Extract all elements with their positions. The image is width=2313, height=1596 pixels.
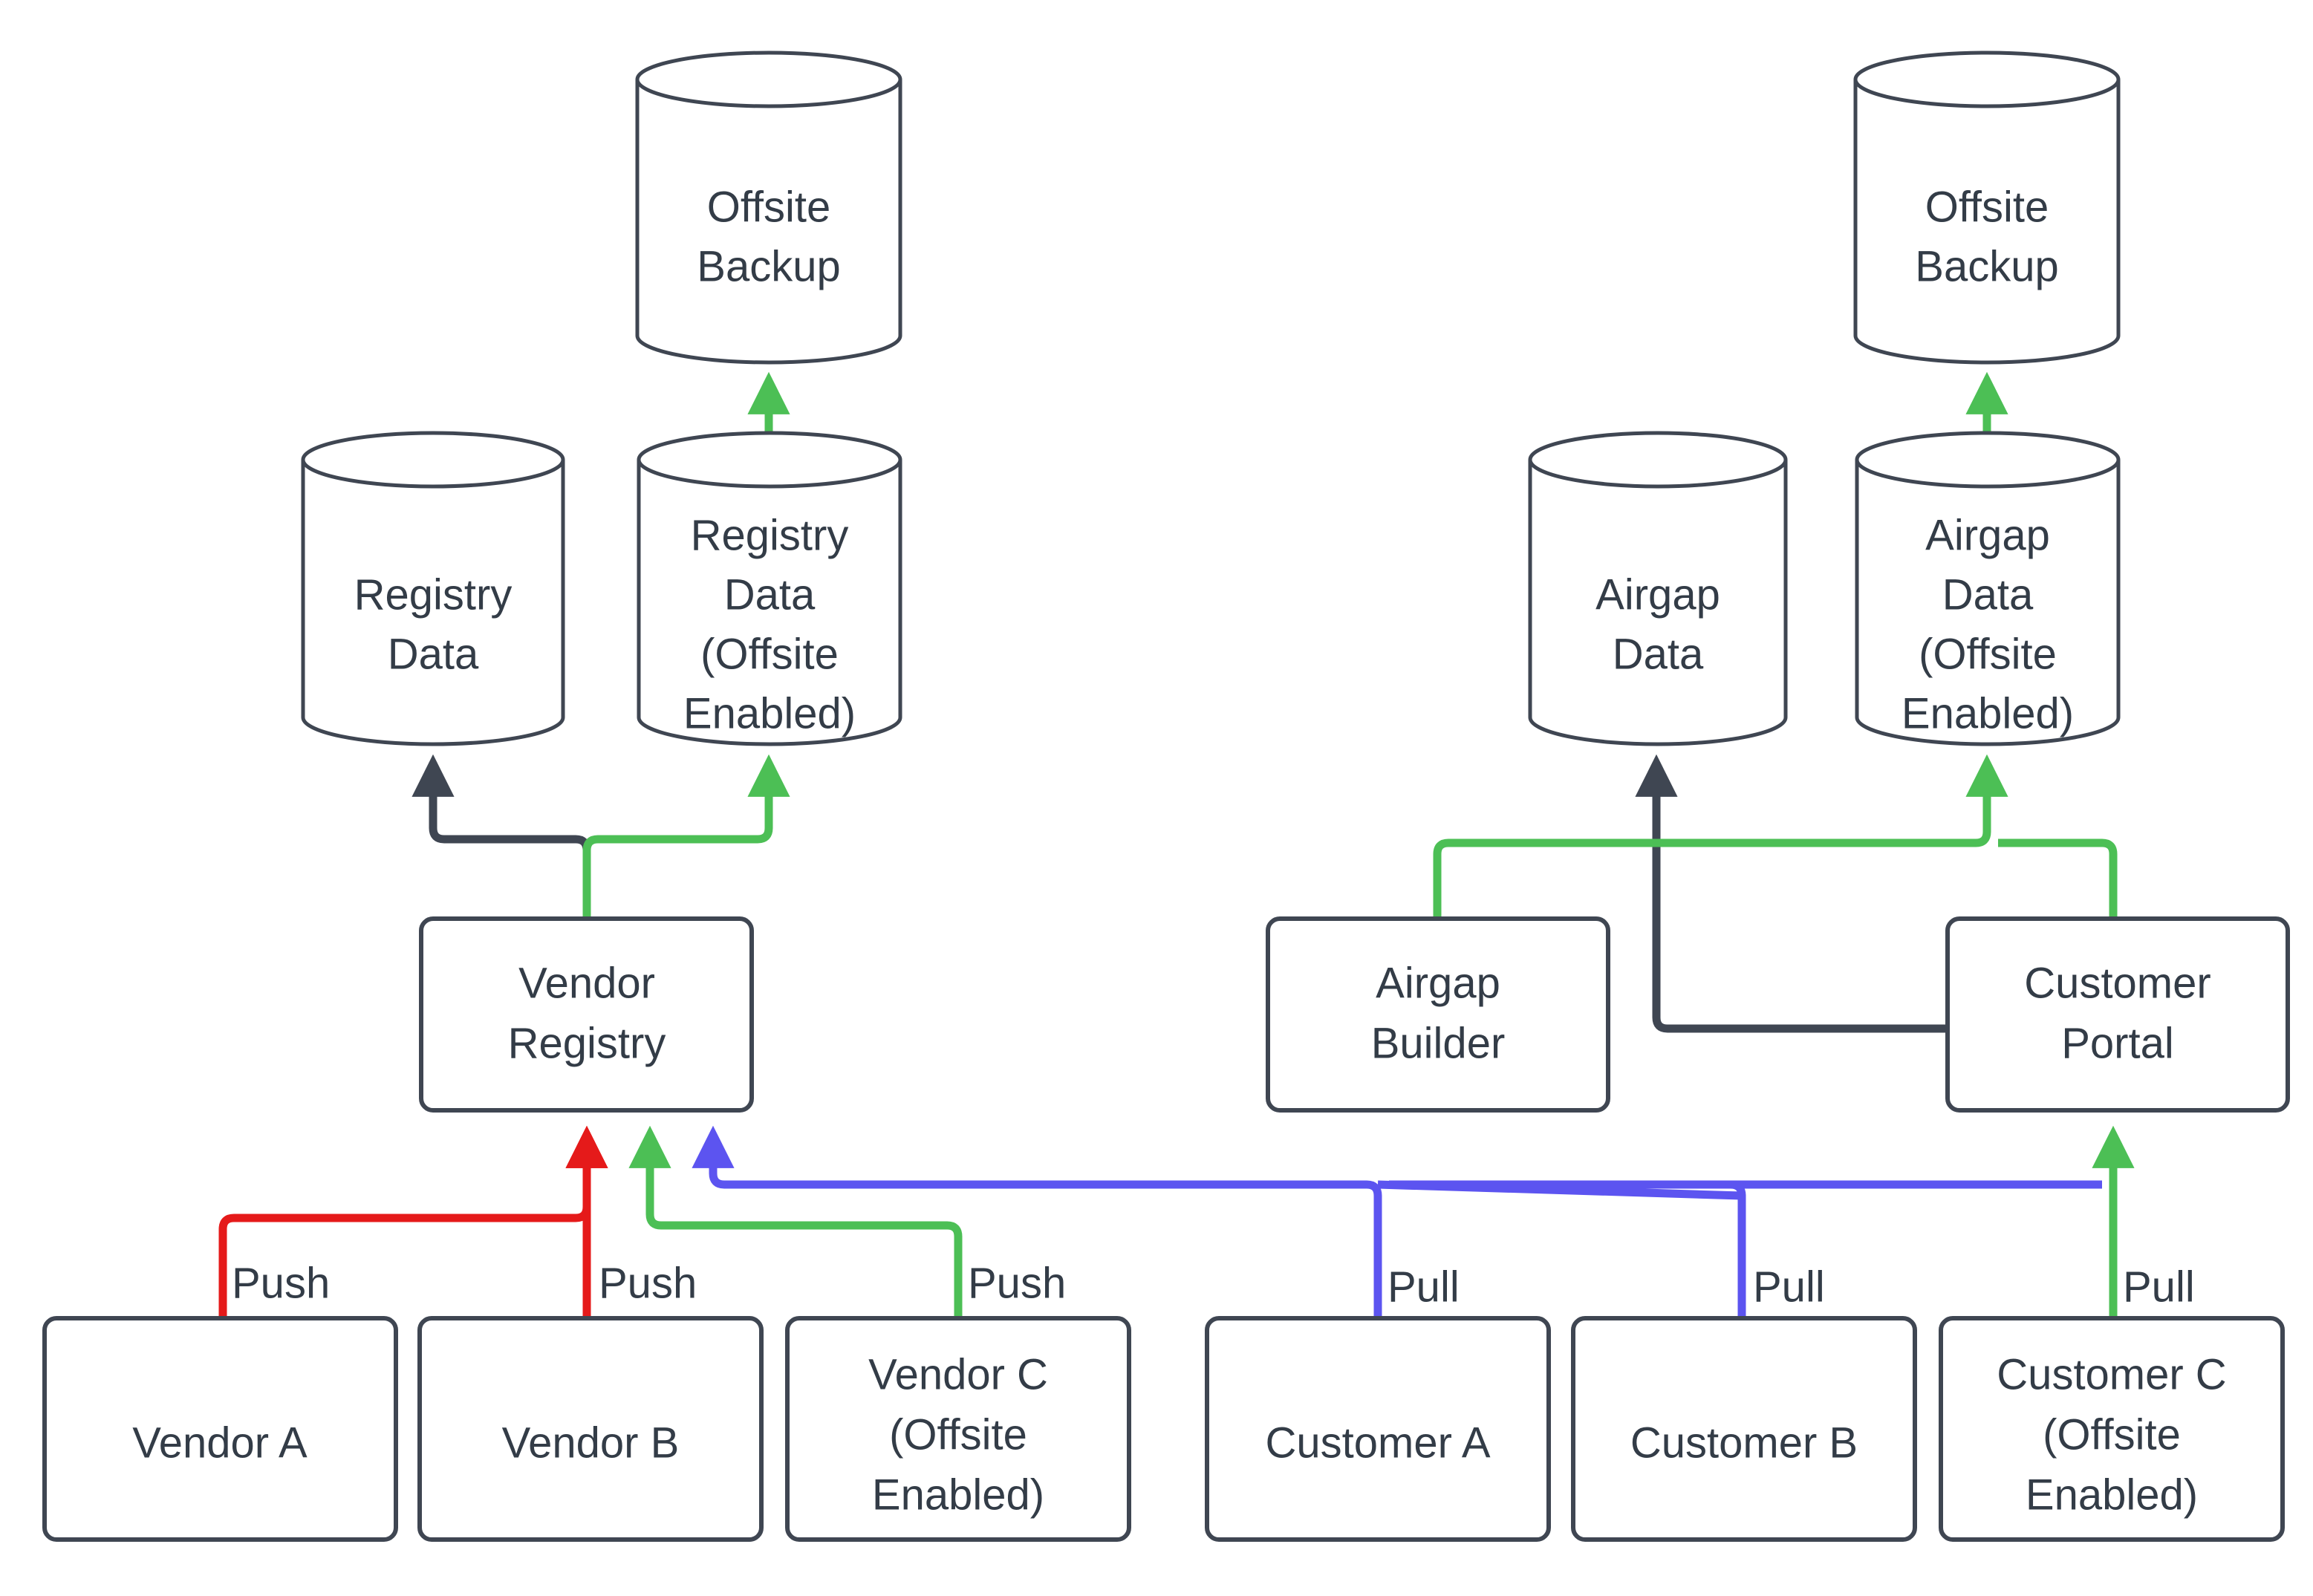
node-label-line3: (Offsite [700, 630, 839, 678]
node-label-line2: Data [724, 570, 816, 619]
node-label-line1: Airgap [1376, 959, 1500, 1007]
node-offsite-backup-left[interactable]: Offsite Backup [635, 51, 902, 365]
node-registry-data[interactable]: Registry Data [301, 431, 565, 746]
node-registry-data-offsite[interactable]: Registry Data (Offsite Enabled) [637, 431, 902, 746]
node-label-line1: Offsite [707, 183, 831, 231]
node-customer-b[interactable]: Customer B [1571, 1316, 1917, 1542]
node-label-line2: Backup [697, 242, 840, 290]
node-label-line2: Data [1942, 570, 2034, 619]
node-label-line1: Customer B [1630, 1419, 1858, 1467]
node-label-line1: Vendor [518, 959, 655, 1007]
node-label-line1: Registry [354, 570, 513, 619]
node-label-line2: Data [388, 630, 479, 678]
node-offsite-backup-right[interactable]: Offsite Backup [1853, 51, 2121, 365]
node-label-line1: Airgap [1595, 570, 1720, 619]
edge-vendor-registry-to-registry-data-offsite [582, 754, 790, 917]
edge-customer-portal-to-airgap-data-offsite [1998, 838, 2118, 917]
edge-customer-portal-to-airgap-data [1635, 754, 1946, 1033]
node-label-line3: (Offsite [1919, 630, 2057, 678]
node-label-line3: Enabled) [2026, 1470, 2198, 1519]
node-label-line2: (Offsite [2043, 1410, 2181, 1459]
edge-label-push-a: Push [232, 1259, 330, 1307]
node-customer-portal[interactable]: Customer Portal [1945, 916, 2290, 1113]
node-label-line1: Offsite [1925, 183, 2049, 231]
edge-label-push-b: Push [599, 1259, 697, 1307]
edge-airgap-builder-to-airgap-data-offsite [1433, 754, 2008, 917]
node-label-line4: Enabled) [683, 689, 856, 737]
node-label-line2: (Offsite [889, 1410, 1027, 1459]
edge-vendor-registry-to-registry-data [411, 754, 591, 917]
node-label-line1: Airgap [1925, 511, 2050, 559]
node-label-line3: Enabled) [872, 1470, 1044, 1519]
edge-vendor-c-push [628, 1125, 963, 1317]
node-label-line2: Backup [1915, 242, 2058, 290]
node-customer-a[interactable]: Customer A [1205, 1316, 1551, 1542]
edge-customer-a-pull [692, 1125, 1382, 1317]
edge-label-pull-b: Pull [1753, 1263, 1825, 1311]
node-label-line2: Registry [508, 1019, 666, 1067]
edge-label-pull-c: Pull [2123, 1263, 2195, 1311]
node-label-line1: Customer [2024, 959, 2210, 1007]
node-label-line1: Vendor A [132, 1419, 308, 1467]
node-airgap-builder[interactable]: Airgap Builder [1266, 916, 1610, 1113]
node-label-line2: Portal [2061, 1019, 2174, 1067]
node-label-line2: Builder [1371, 1019, 1506, 1067]
node-vendor-registry[interactable]: Vendor Registry [419, 916, 754, 1113]
node-label-line4: Enabled) [1902, 689, 2074, 737]
node-airgap-data-offsite[interactable]: Airgap Data (Offsite Enabled) [1855, 431, 2121, 746]
node-label-line1: Vendor C [868, 1350, 1048, 1398]
edge-label-pull-a: Pull [1388, 1263, 1460, 1311]
node-vendor-c[interactable]: Vendor C (Offsite Enabled) [785, 1316, 1131, 1542]
node-label-line1: Registry [691, 511, 849, 559]
node-label-line1: Customer A [1266, 1419, 1491, 1467]
node-customer-c[interactable]: Customer C (Offsite Enabled) [1939, 1316, 2285, 1542]
node-label-line2: Data [1613, 630, 1704, 678]
edge-label-push-c: Push [968, 1259, 1066, 1307]
node-label-line1: Customer C [1997, 1350, 2226, 1398]
node-vendor-a[interactable]: Vendor A [42, 1316, 398, 1542]
node-label-line1: Vendor B [502, 1419, 680, 1467]
node-airgap-data[interactable]: Airgap Data [1528, 431, 1788, 746]
node-vendor-b[interactable]: Vendor B [417, 1316, 764, 1542]
